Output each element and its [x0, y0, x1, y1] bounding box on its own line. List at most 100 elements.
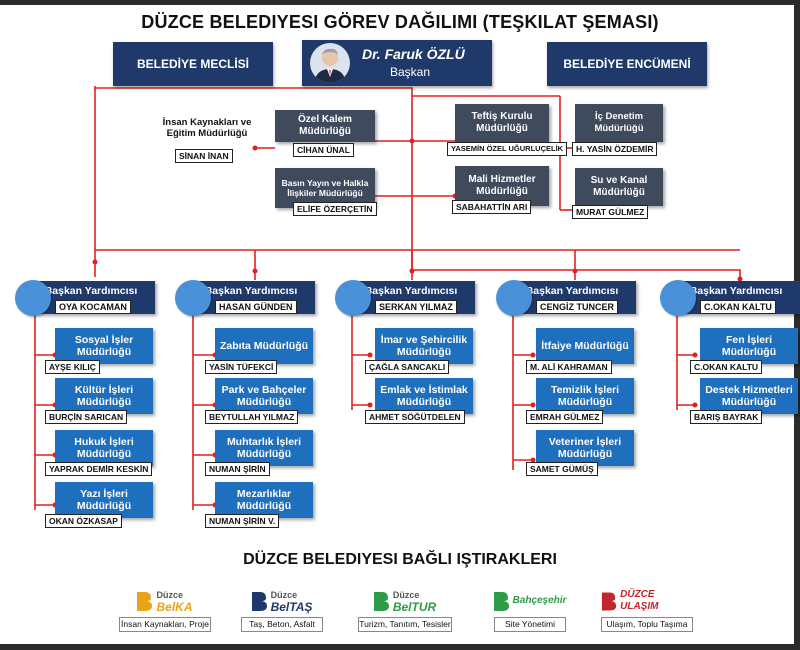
mayor-photo [310, 43, 350, 83]
deputy-name: CENGİZ TUNCER [536, 300, 618, 314]
window-frame-right [794, 0, 800, 650]
affiliate-emblem-icon [137, 592, 153, 611]
directorate-person: NUMAN ŞİRİN [205, 462, 270, 476]
chart-title: DÜZCE BELEDIYESI GÖREV DAĞILIMI (TEŞKILA… [141, 12, 659, 32]
affiliate-logo-main: DÜZCE ULAŞIM [620, 589, 659, 612]
directorate-person: BEYTULLAH YILMAZ [205, 410, 299, 424]
directorate-box: Destek Hizmetleri Müdürlüğü [700, 378, 798, 414]
directorate-box: İmar ve Şehircilik Müdürlüğü [375, 328, 473, 364]
directorate-person: AHMET SÖĞÜTDELEN [365, 410, 465, 424]
unit-private-office-person: CİHAN ÜNAL [293, 143, 354, 157]
deputy-circle-icon [335, 280, 371, 316]
directorate-person: C.OKAN KALTU [690, 360, 763, 374]
unit-finance-person: SABAHATTİN ARI [452, 200, 532, 214]
directorate-box: İtfaiye Müdürlüğü [536, 328, 634, 364]
unit-finance: Mali Hizmetler Müdürlüğü [455, 166, 549, 206]
directorate-box: Zabıta Müdürlüğü [215, 328, 313, 364]
affiliate-caption: Site Yönetimi [494, 617, 566, 632]
directorate-person: BARIŞ BAYRAK [690, 410, 763, 424]
affiliate-logo: Bahçeşehir [483, 585, 575, 617]
affiliates-title: DÜZCE BELEDIYESI BAĞLI IŞTIRAKLERI [243, 551, 557, 568]
deputy-circle-icon [496, 280, 532, 316]
affiliate-caption: İnsan Kaynakları, Proje [119, 617, 211, 632]
directorate-box: Veteriner İşleri Müdürlüğü [536, 430, 634, 466]
mayor-box: Dr. Faruk ÖZLÜ Başkan [302, 40, 492, 86]
affiliate-caption: Taş, Beton, Asfalt [241, 617, 323, 632]
directorate-box: Mezarlıklar Müdürlüğü [215, 482, 313, 518]
affiliate-caption: Ulaşım, Toplu Taşıma [601, 617, 693, 632]
unit-hr: İnsan Kaynakları ve Eğitim Müdürlüğü [162, 108, 252, 148]
deputy-circle-icon [175, 280, 211, 316]
unit-private-office: Özel Kalem Müdürlüğü [275, 110, 375, 142]
mayor-name: Dr. Faruk ÖZLÜ [362, 46, 465, 62]
affiliate-logo-mark: DÜZCE ULAŞIM [600, 589, 692, 613]
deputy-title: Başkan Yardımcısı [689, 285, 783, 297]
directorate-box: Fen İşleri Müdürlüğü [700, 328, 798, 364]
window-frame-top [0, 0, 800, 5]
directorate-box: Sosyal İşler Müdürlüğü [55, 328, 153, 364]
affiliate-logo-top: Düzce [392, 590, 420, 600]
directorate-person: SAMET GÜMÜŞ [526, 462, 598, 476]
council-box: BELEDİYE MECLİSİ [113, 42, 273, 86]
deputy-title: Başkan Yardımcısı [204, 285, 298, 297]
affiliate-logo: DÜZCE ULAŞIM [600, 585, 692, 617]
affiliate-logo-main: BelTUR [392, 600, 437, 614]
unit-inspection-person: YASEMİN ÖZEL UĞURLUÇELİK [447, 142, 568, 156]
directorate-person: EMRAH GÜLMEZ [526, 410, 604, 424]
directorate-person: BURÇİN SARICAN [45, 410, 128, 424]
affiliate-emblem-icon [251, 592, 267, 611]
mayor-role: Başkan [390, 65, 431, 79]
deputy-title: Başkan Yardımcısı [525, 285, 619, 297]
unit-water-person: MURAT GÜLMEZ [572, 205, 649, 219]
affiliate-emblem-icon [601, 592, 617, 611]
deputy-title: Başkan Yardımcısı [364, 285, 458, 297]
directorate-box: Emlak ve İstimlak Müdürlüğü [375, 378, 473, 414]
deputy-name: C.OKAN KALTU [700, 300, 776, 314]
window-frame-bottom [0, 644, 800, 650]
affiliate-logo-top: Düzce [270, 590, 298, 600]
unit-hr-person: SİNAN İNAN [175, 149, 233, 163]
directorate-person: YASİN TÜFEKCİ [205, 360, 278, 374]
directorate-box: Park ve Bahçeler Müdürlüğü [215, 378, 313, 414]
affiliate-emblem-icon [373, 592, 389, 611]
deputy-name: SERKAN YILMAZ [375, 300, 457, 314]
directorate-person: YAPRAK DEMİR KESKİN [45, 462, 153, 476]
affiliate-logo-main: Bahçeşehir [512, 595, 567, 606]
directorate-person: NUMAN ŞİRİN V. [205, 514, 280, 528]
affiliate-logo-text: DÜZCE ULAŞIM [620, 589, 692, 613]
unit-inspection: Teftiş Kurulu Müdürlüğü [455, 104, 549, 142]
committee-box: BELEDİYE ENCÜMENİ [547, 42, 707, 86]
directorate-box: Kültür İşleri Müdürlüğü [55, 378, 153, 414]
directorate-box: Yazı İşleri Müdürlüğü [55, 482, 153, 518]
directorate-box: Hukuk İşleri Müdürlüğü [55, 430, 153, 466]
directorate-person: M. ALİ KAHRAMAN [526, 360, 612, 374]
directorate-person: AYŞE KILIÇ [45, 360, 100, 374]
deputy-name: HASAN GÜNDEN [215, 300, 297, 314]
directorate-box: Temizlik İşleri Müdürlüğü [536, 378, 634, 414]
affiliate-logo-mark: Bahçeşehir [492, 590, 567, 612]
unit-water: Su ve Kanal Müdürlüğü [575, 168, 663, 206]
directorate-person: OKAN ÖZKASAP [45, 514, 122, 528]
affiliate-emblem-icon [493, 592, 509, 611]
deputy-title: Başkan Yardımcısı [44, 285, 138, 297]
affiliate-logo-main: BelKA [156, 600, 193, 614]
unit-internal-audit: İç Denetim Müdürlüğü [575, 104, 663, 142]
unit-press-person: ELİFE ÖZERÇETİN [293, 202, 377, 216]
deputy-circle-icon [660, 280, 696, 316]
affiliate-caption: Turizm, Tanıtım, Tesisler [358, 617, 452, 632]
affiliate-logo-main: BelTAŞ [270, 600, 313, 614]
deputy-circle-icon [15, 280, 51, 316]
unit-press: Basın Yayın ve Halkla İlişkiler Müdürlüğ… [275, 168, 375, 208]
unit-internal-audit-person: H. YASİN ÖZDEMİR [572, 142, 658, 156]
affiliate-logo-top: Düzce [156, 590, 183, 600]
affiliate-logo-text: Bahçeşehir [513, 595, 567, 607]
